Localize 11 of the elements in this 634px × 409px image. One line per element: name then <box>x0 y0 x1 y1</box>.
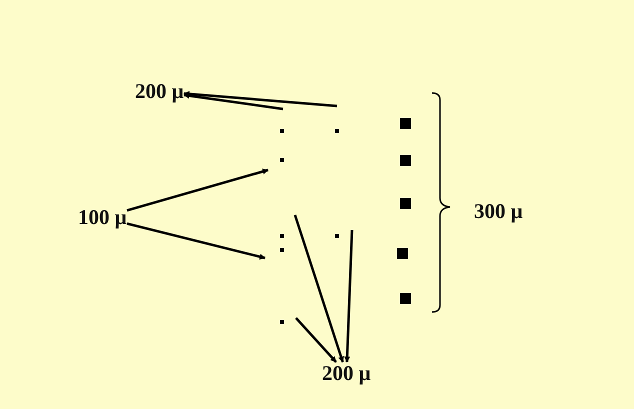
arrow <box>126 168 269 212</box>
arrow <box>344 230 354 363</box>
arrow <box>183 92 284 110</box>
arrow <box>183 90 338 108</box>
measurement-label: 300 μ <box>474 200 523 224</box>
arrow <box>295 317 337 363</box>
arrow <box>294 214 344 363</box>
measurement-text: 200 μ <box>322 362 371 386</box>
measurement-text: 100 μ <box>78 206 127 230</box>
arrow <box>126 222 266 260</box>
measurement-text: 200 μ <box>135 80 184 104</box>
